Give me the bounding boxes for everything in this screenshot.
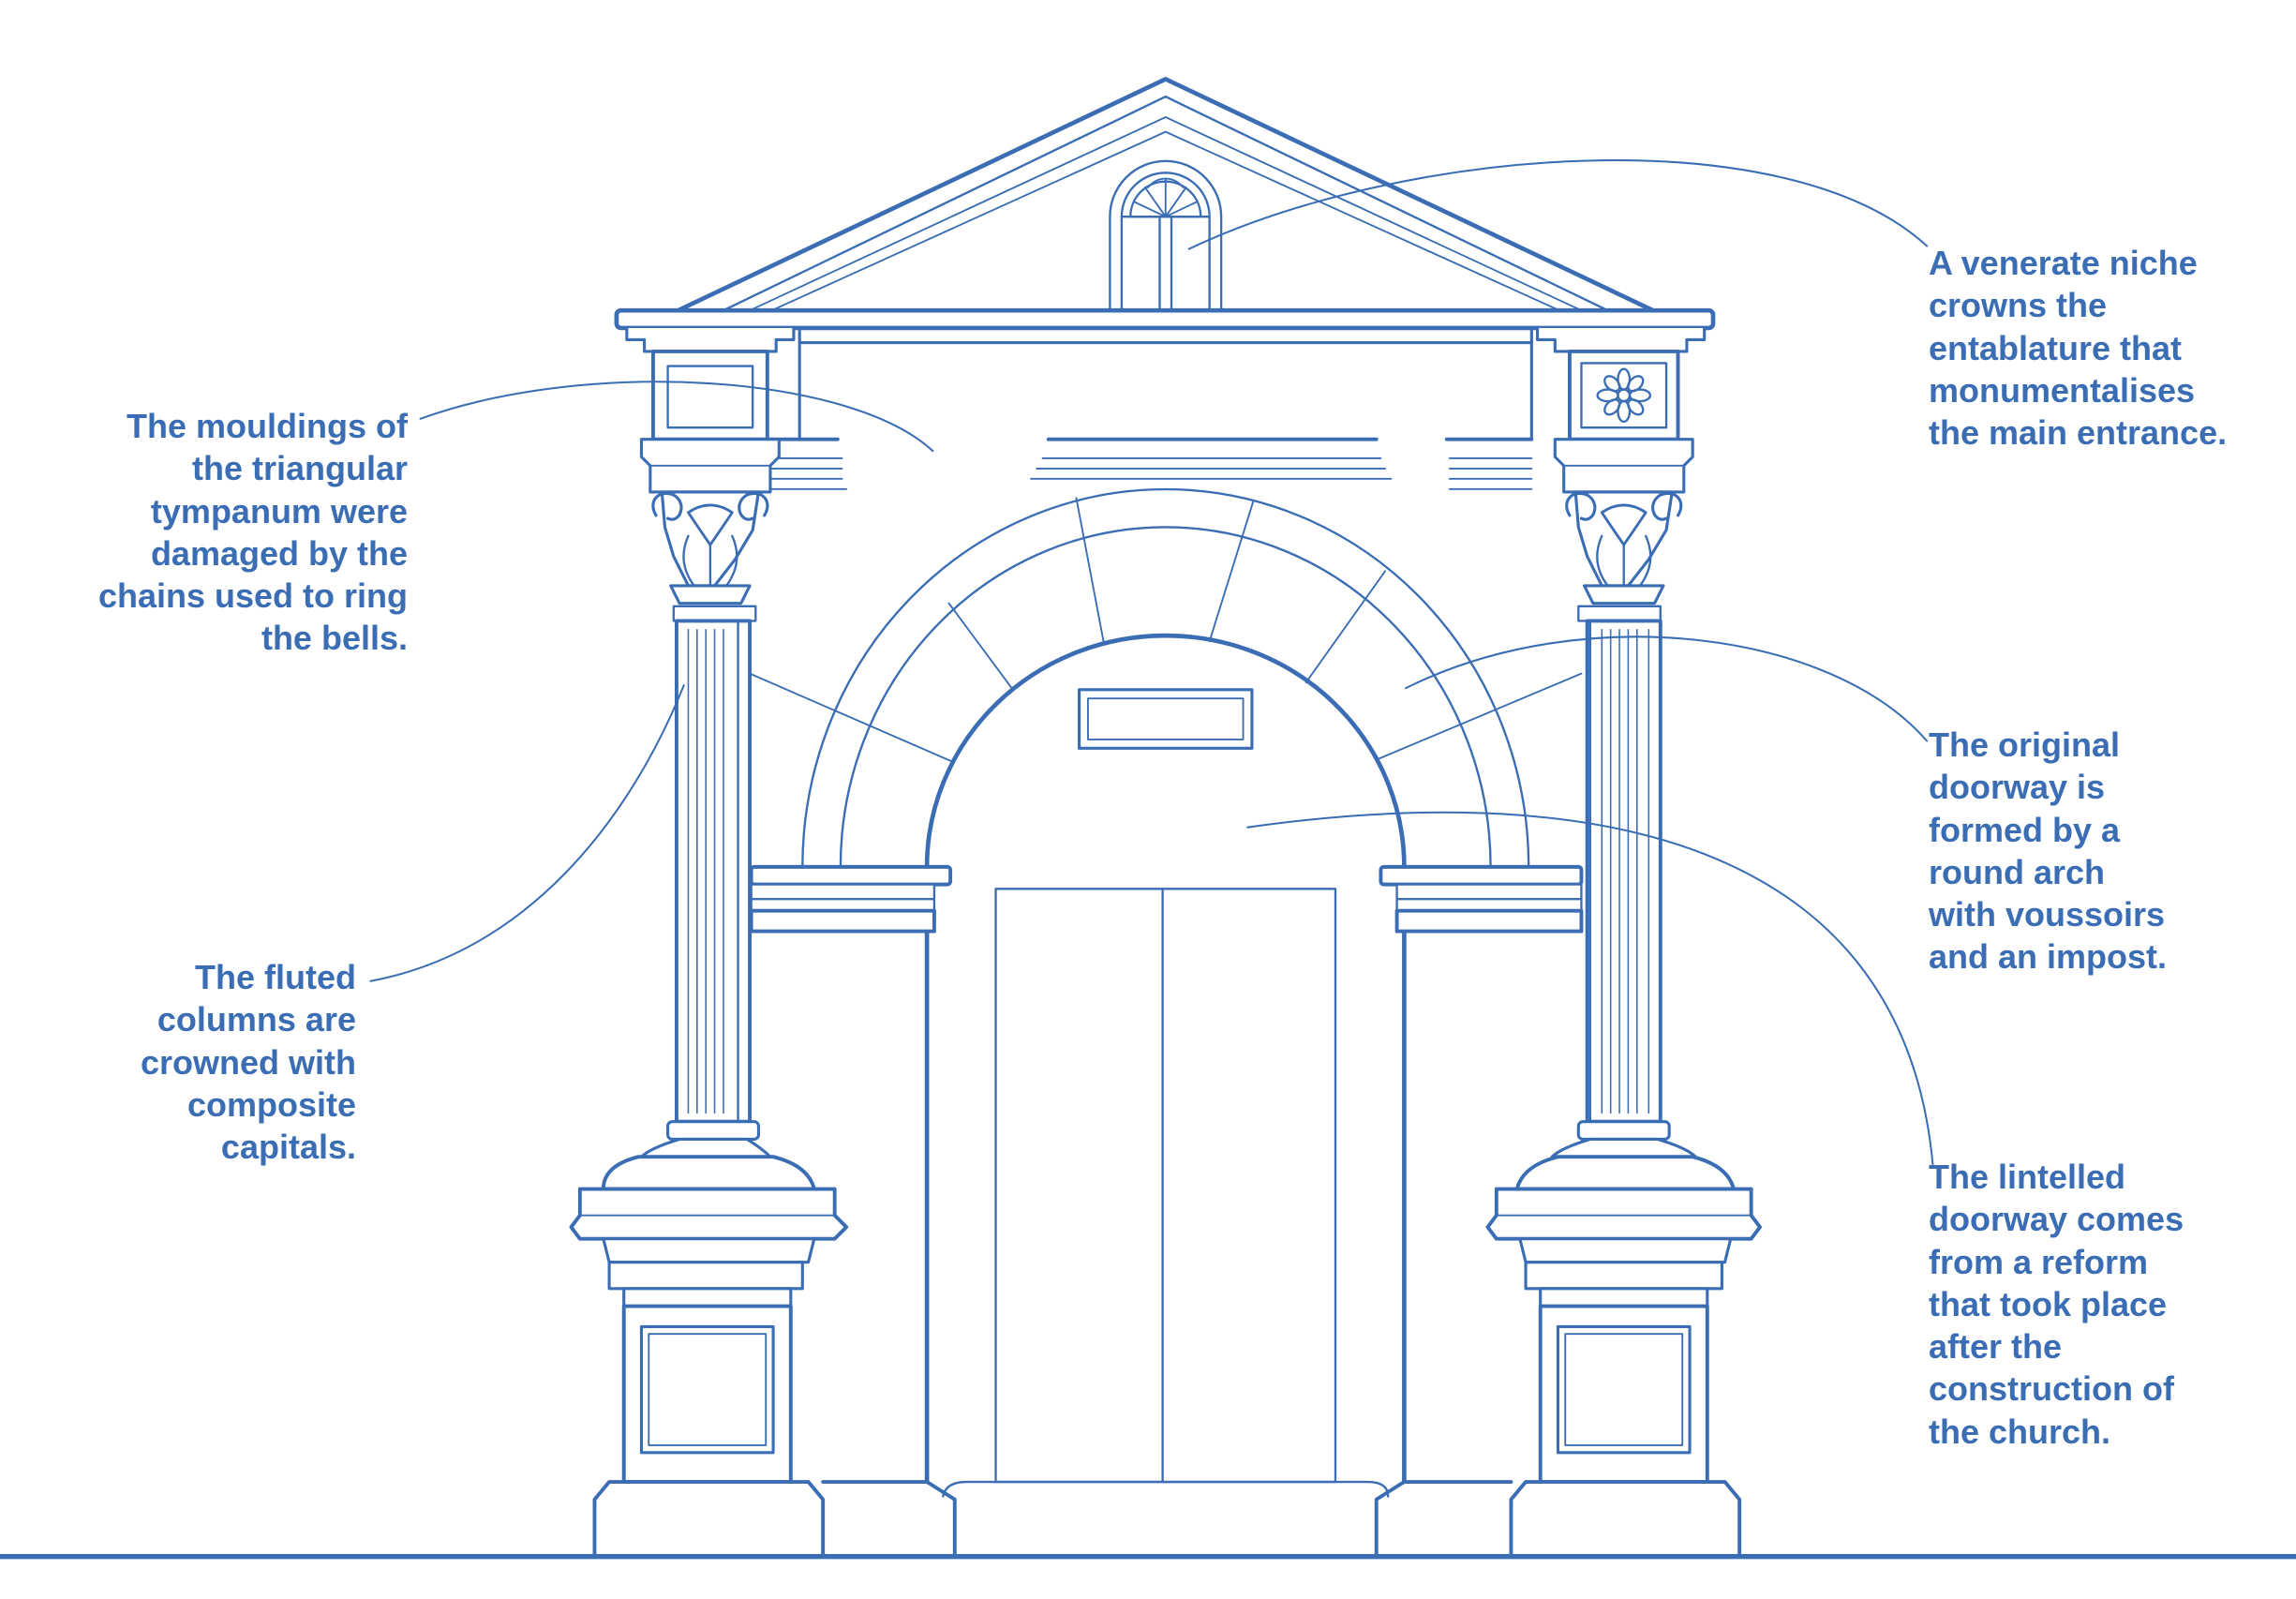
left-pedestal: [569, 1120, 849, 1558]
right-column: [1577, 605, 1662, 1124]
leader-mouldings: [419, 381, 934, 453]
right-pedestal: [1485, 1120, 1762, 1558]
arch: [749, 487, 1583, 870]
threshold: [0, 1480, 2296, 1560]
leader-arch: [1404, 635, 1929, 742]
lintelled-door: [994, 888, 1337, 1484]
leader-columns: [369, 684, 685, 982]
niche: [1109, 159, 1223, 312]
leader-lines: [369, 158, 1934, 1166]
annotation-niche: A venerate niche crowns the entablature …: [1929, 244, 2228, 453]
arch-piers: [749, 688, 1584, 1485]
right-capital: [1536, 326, 1707, 605]
left-column: [672, 605, 757, 1124]
left-capital: [625, 326, 796, 605]
leader-niche: [1187, 158, 1929, 250]
annotation-arch: The original doorway is formed by a roun…: [1929, 725, 2168, 977]
pediment: [676, 77, 1656, 313]
annotation-columns: The fluted columns are crowned with comp…: [140, 958, 356, 1167]
annotation-lintel: The lintelled doorway comes from a refor…: [1929, 1158, 2184, 1451]
leader-lintel: [1246, 811, 1934, 1166]
annotation-mouldings: The mouldings of the triangular tympanum…: [97, 407, 408, 658]
rosette-icon: [1596, 367, 1652, 424]
